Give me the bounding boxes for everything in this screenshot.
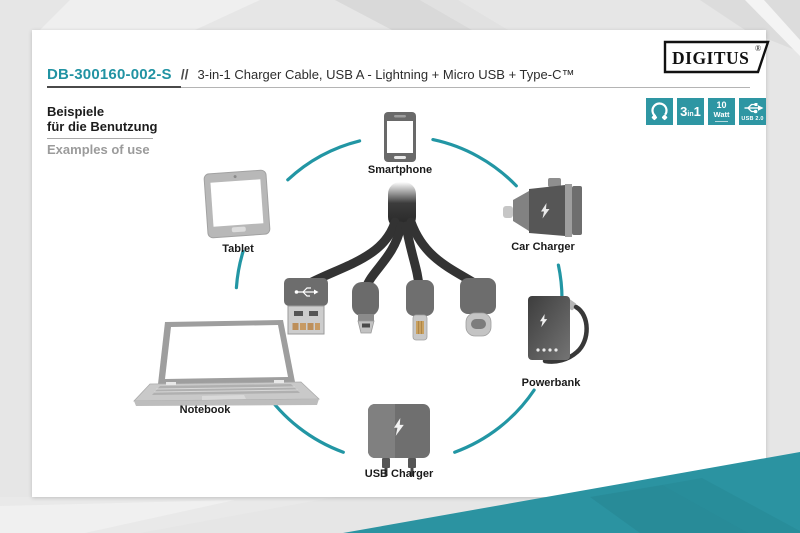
- cable-product-image: [284, 182, 496, 341]
- usb-a-connector: [284, 278, 328, 335]
- powerbank-icon: [528, 296, 589, 364]
- content-card: DIGITUS ® DB-300160-002-S // 3-in-1 Char…: [32, 30, 770, 497]
- smartphone-icon: [384, 112, 416, 162]
- tablet-icon: [203, 169, 271, 239]
- label-usb-charger: USB Charger: [364, 468, 434, 480]
- micro-usb-connector: [352, 282, 379, 334]
- lightning-connector: [406, 280, 434, 341]
- usb-c-connector: [460, 278, 496, 337]
- label-notebook: Notebook: [179, 404, 231, 416]
- usb-wall-charger-icon: [368, 404, 430, 476]
- label-smartphone: Smartphone: [367, 164, 433, 176]
- label-tablet: Tablet: [222, 243, 254, 255]
- label-powerbank: Powerbank: [521, 377, 581, 389]
- car-charger-icon: [503, 178, 582, 237]
- usage-diagram: [133, 112, 589, 476]
- label-car-charger: Car Charger: [511, 241, 575, 253]
